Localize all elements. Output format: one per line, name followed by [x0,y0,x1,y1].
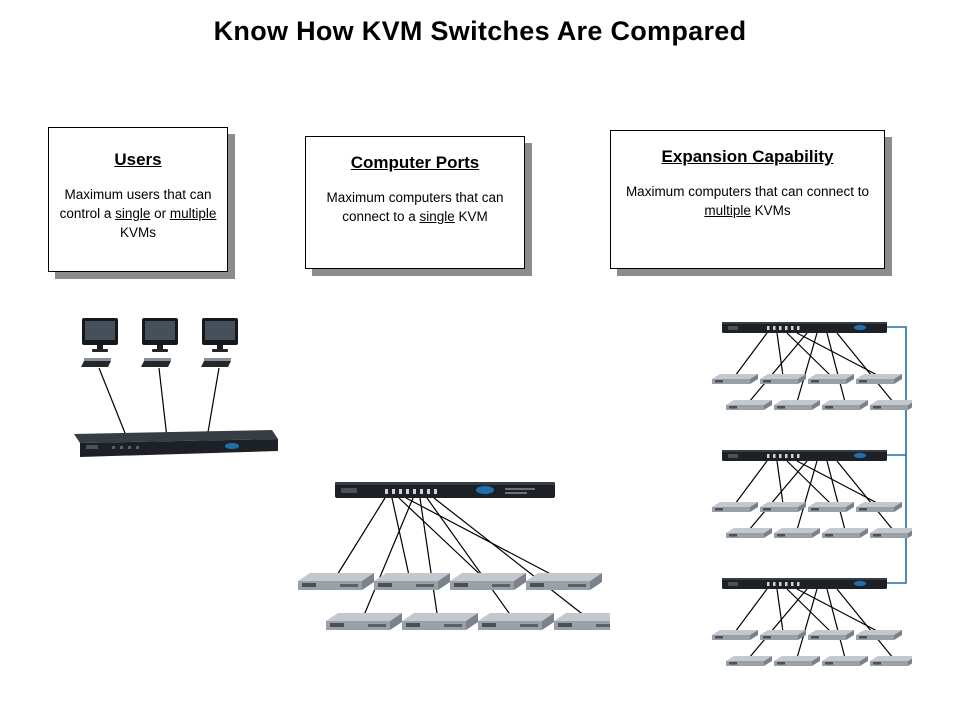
computer-ports-card: Computer Ports Maximum computers that ca… [305,136,525,269]
text-segment: KVMs [119,224,156,240]
text-segment-underlined: single [115,205,151,221]
text-segment-underlined: multiple [169,205,217,221]
server-icon [450,573,526,590]
monitor-keyboard-icon [141,318,178,367]
text-segment: or [150,205,170,221]
monitor-keyboard-icon [81,318,118,367]
expansion-capability-card: Expansion Capability Maximum computers t… [610,130,885,269]
text-segment: Maximum computers that can connect to [625,184,870,199]
server-icon [526,573,602,590]
expansion-diagram [712,322,912,687]
expansion-capability-card-body: Maximum computers that can connect to mu… [621,183,874,221]
server-icon [374,573,450,590]
users-card-body: Maximum users that can control a single … [59,186,217,243]
user-cables [98,367,220,439]
computer-ports-card-heading: Computer Ports [350,153,480,172]
kvm-expansion-unit [712,322,912,410]
text-segment: KVMs [750,202,791,218]
kvm-expansion-unit [712,578,912,666]
users-card: Users Maximum users that can control a s… [48,127,228,272]
users-diagram [74,318,278,457]
page-title: Know How KVM Switches Are Compared [213,16,747,46]
kvm-switch-icon [335,482,555,498]
computer-ports-diagram [298,482,610,630]
server-cables [333,497,591,621]
users-card-heading: Users [114,150,162,169]
server-icon [326,613,402,630]
computer-ports-card-body: Maximum computers that can connect to a … [316,189,514,227]
kvm-switch-icon [74,430,278,457]
monitor-keyboard-icon [201,318,238,367]
server-icon [298,573,374,590]
text-segment: Maximum users that can control a [59,187,212,221]
text-segment-underlined: single [419,208,455,224]
text-segment: Maximum computers that can connect to a [326,190,504,224]
expansion-capability-card-heading: Expansion Capability [661,147,834,166]
text-segment-underlined: multiple [704,202,751,218]
server-icon [478,613,554,630]
server-icon [402,613,478,630]
kvm-expansion-unit [712,450,912,538]
text-segment: KVM [454,208,488,224]
server-icon [554,613,610,630]
